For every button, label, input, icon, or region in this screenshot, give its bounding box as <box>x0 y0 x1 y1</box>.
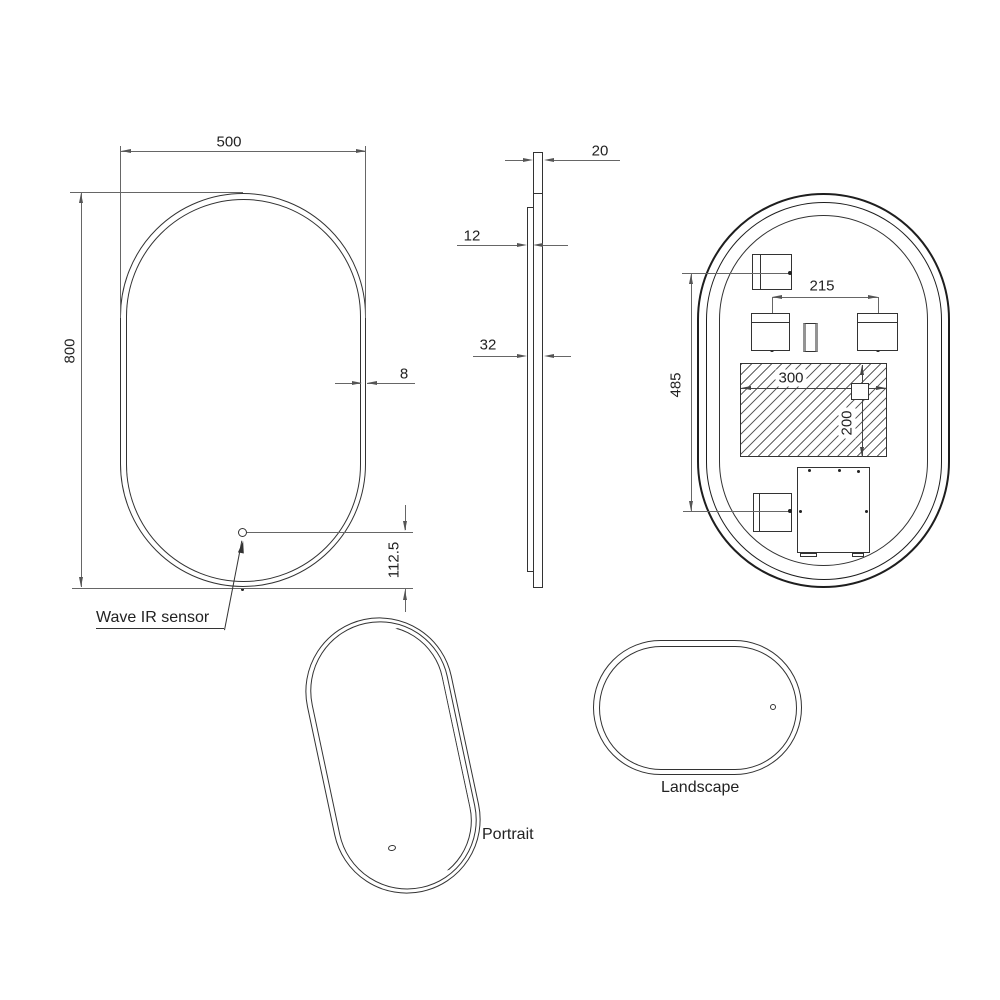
driver-box-foot-right <box>852 553 864 557</box>
back-top-bracket <box>752 254 792 290</box>
dim-span-extension-top <box>682 272 791 274</box>
dim-span-reference-dot-top <box>787 271 792 275</box>
sensor-callout-underline <box>96 628 224 630</box>
wave-ir-sensor-label: Wave IR sensor <box>96 609 210 626</box>
dim-depth20-label: 20 <box>591 142 609 160</box>
dim-width-extension-left <box>119 146 121 318</box>
back-driver-box <box>797 467 870 553</box>
dim-height-arrow-top <box>78 193 83 203</box>
dim-depth12-line-right <box>543 245 568 246</box>
dim-frame-arrow-left <box>351 381 362 385</box>
side-profile-tick <box>533 192 543 194</box>
dim-depth12-label: 12 <box>463 227 481 245</box>
dim-span485-label: 485 <box>667 372 685 398</box>
dim-depth20-line-left <box>505 160 523 161</box>
dim-frame-line-right <box>366 383 415 384</box>
dim-height-extension-bottom <box>72 588 413 589</box>
portrait-view-group <box>291 603 495 908</box>
driver-box-screw-3 <box>856 470 860 473</box>
back-mirror-inner-outline <box>719 215 928 566</box>
back-top-bracket-divider <box>760 254 761 290</box>
back-lower-bracket-divider <box>758 493 760 532</box>
dim-depth20-arrow-left <box>523 157 533 162</box>
dim-depth32-line-left <box>473 356 517 357</box>
landscape-inner-outline <box>598 645 797 770</box>
dim-backlight200-line <box>861 365 863 457</box>
landscape-outer-outline <box>593 640 802 775</box>
dim-backlight300-arrow-right <box>876 385 886 390</box>
back-mirror-outer-outline <box>697 193 950 588</box>
back-lower-bracket <box>753 493 792 532</box>
back-left-mount-bracket <box>751 313 790 351</box>
dim-depth20-line-right <box>553 160 620 161</box>
dim-width-arrow-left <box>120 149 131 153</box>
side-mirror-profile <box>533 152 543 588</box>
dim-sensor-arrow-down <box>403 521 407 531</box>
dim-spacing215-arrow-right <box>868 294 878 299</box>
dim-depth12-arrow-right <box>533 242 543 247</box>
dim-backlight200-arrow-top <box>859 365 864 375</box>
dim-depth12-arrow-left <box>516 242 527 247</box>
dim-backlight300-arrow-left <box>741 385 751 390</box>
driver-box-screw-5 <box>864 509 868 513</box>
dim-span485-arrow-top <box>688 273 693 284</box>
landscape-ir-sensor-circle <box>770 704 776 710</box>
dim-sensor-line-top <box>405 505 406 530</box>
dim-depth20-arrow-right <box>543 157 554 162</box>
dim-spacing215-line <box>772 296 878 298</box>
landscape-label: Landscape <box>661 779 740 796</box>
dim-height-extension-top <box>70 192 243 193</box>
dim-depth32-line-right <box>553 356 571 357</box>
dim-depth12-line-left <box>457 245 517 246</box>
dim-span-extension-bottom <box>683 510 792 512</box>
dim-sensor-arrow-up <box>403 589 407 600</box>
back-backlight-hatched-area <box>740 363 887 457</box>
driver-box-screw-4 <box>798 509 802 513</box>
front-mirror-inner-outline <box>125 198 361 582</box>
dim-depth32-arrow-left <box>516 353 527 358</box>
front-mirror-outer-outline <box>120 193 366 587</box>
back-center-hanging-slot <box>803 323 818 352</box>
back-right-mount-bracket <box>857 313 898 351</box>
back-mirror-mid-outline <box>705 201 942 580</box>
portrait-label: Portrait <box>482 826 534 843</box>
dim-backlight300-label: 300 <box>775 369 807 387</box>
driver-box-foot-left <box>800 553 817 557</box>
dim-spacing215-arrow-left <box>772 294 782 299</box>
dim-sensor-offset-label: 112.5 <box>385 541 403 579</box>
driver-box-screw-1 <box>807 469 811 472</box>
dim-depth32-label: 32 <box>479 336 497 354</box>
dim-height-label: 800 <box>61 338 79 364</box>
dim-sensor-extension-line <box>247 532 413 533</box>
front-ir-sensor-circle <box>237 527 247 537</box>
dim-frame-arrow-right <box>366 381 377 385</box>
dim-spacing215-label: 215 <box>809 277 835 295</box>
front-bottom-center-dot <box>240 587 244 591</box>
dim-width-label: 500 <box>216 133 242 151</box>
dim-backlight200-arrow-bottom <box>859 447 864 457</box>
dim-height-line <box>81 193 82 587</box>
dim-depth32-arrow-right <box>543 353 554 358</box>
dim-width-line <box>120 151 366 152</box>
dim-backlight200-label: 200 <box>838 407 856 439</box>
dim-sensor-line-bottom <box>405 589 406 612</box>
back-cable-entry-box <box>851 383 869 400</box>
dim-span-reference-dot-bottom <box>788 509 792 513</box>
dim-backlight300-line <box>741 387 886 389</box>
dim-frame-line-left <box>335 383 361 384</box>
dim-span485-line <box>690 273 692 511</box>
dim-width-extension-right <box>365 146 366 318</box>
dim-width-arrow-right <box>355 149 366 153</box>
driver-box-screw-2 <box>837 469 841 472</box>
dim-height-arrow-bottom <box>78 577 83 587</box>
dim-span485-arrow-bottom <box>688 501 693 511</box>
back-left-mount-bracket-line <box>751 321 790 323</box>
back-right-mount-bracket-line <box>857 321 898 323</box>
dim-frame-label: 8 <box>399 365 409 383</box>
